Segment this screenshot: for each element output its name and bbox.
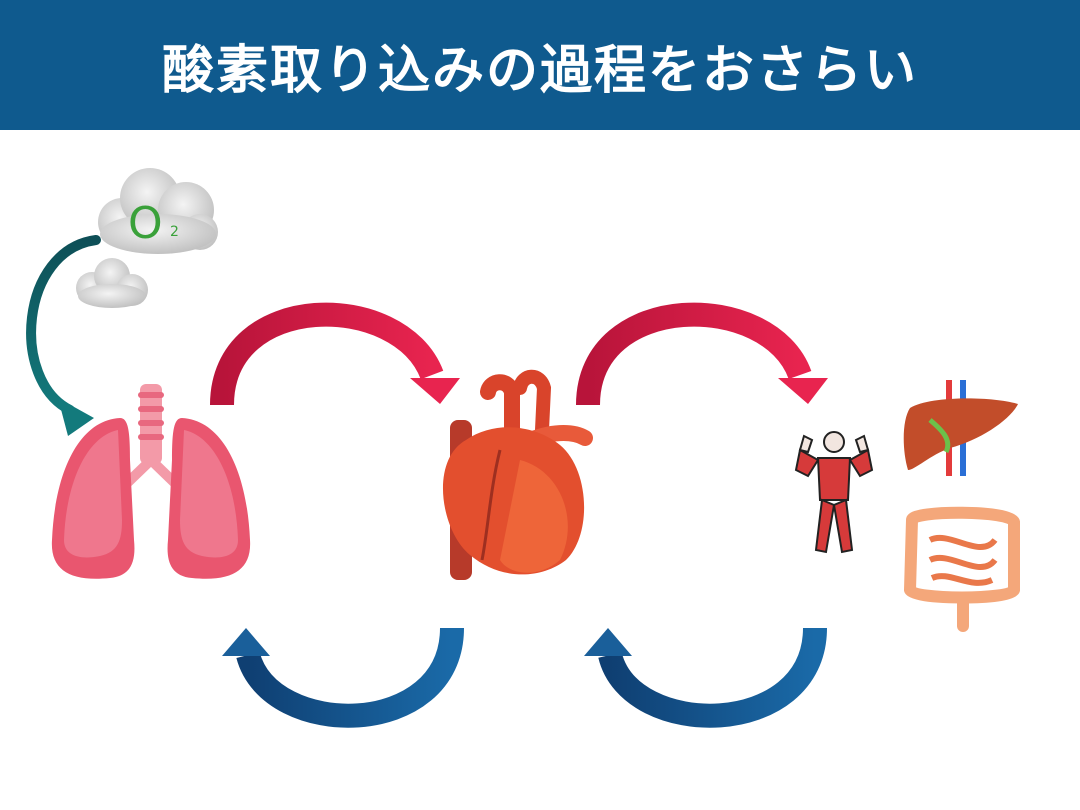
oxygen-inflow-arrow [26, 235, 101, 436]
body-to-heart-return-arrow [584, 627, 827, 728]
small-cloud-icon [76, 258, 148, 308]
oxygen-symbol: O [128, 198, 163, 249]
heart-to-lungs-return-arrow [222, 627, 464, 728]
title-banner: 酸素取り込みの過程をおさらい [0, 0, 1080, 130]
lungs-to-heart-arrow [210, 302, 460, 406]
liver-icon [903, 380, 1018, 476]
heart-icon [442, 369, 593, 580]
oxygen-cloud-icon [76, 168, 218, 308]
lungs-icon [51, 384, 251, 579]
muscle-body-icon [794, 431, 874, 554]
oxygen-subscript: 2 [170, 224, 179, 240]
page-title: 酸素取り込みの過程をおさらい [161, 40, 918, 101]
heart-to-body-arrow [576, 302, 828, 406]
intestines-icon [903, 506, 1020, 632]
